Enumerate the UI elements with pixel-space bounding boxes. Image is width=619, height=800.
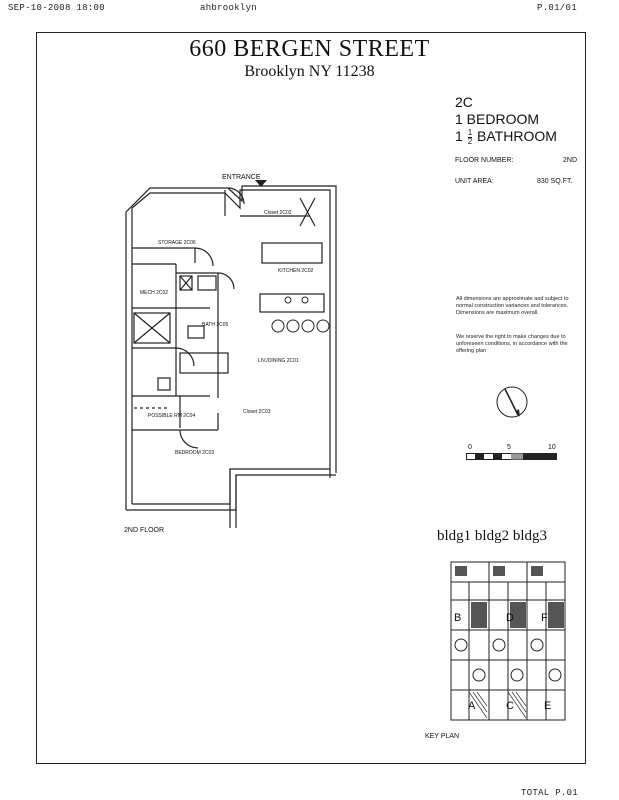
unit-bedrooms: 1 BEDROOM — [455, 111, 540, 127]
unit-area-label: UNIT AREA: — [455, 178, 494, 185]
bath-whole: 1 — [455, 128, 463, 144]
scale-tick-5: 5 — [507, 444, 511, 451]
room-possible: POSSIBLE RM 2C04 — [148, 413, 196, 419]
room-storage: STORAGE 2C06 — [158, 240, 196, 246]
floor-caption: 2ND FLOOR — [124, 527, 165, 534]
scale-bar — [466, 453, 557, 460]
bldg1-label: bldg1 — [437, 528, 472, 544]
floor-number-label: FLOOR NUMBER: — [455, 157, 514, 164]
key-letter-d: D — [506, 612, 514, 624]
entrance-label: ENTRANCE — [222, 174, 261, 181]
reserve-note: We reserve the right to make changes due… — [456, 334, 568, 354]
fax-page-number: P.01/01 — [537, 3, 577, 13]
unit-bathrooms: 1 1 2 BATHROOM — [455, 128, 557, 146]
bldg2-label: bldg2 — [474, 528, 510, 544]
fax-sender: ahbrooklyn — [200, 3, 258, 13]
bath-fraction: 1 2 — [467, 127, 473, 146]
fax-datetime: SEP-10-2008 18:00 — [8, 3, 105, 13]
key-plan-buildings: bldg1 bldg2 bldg3 — [437, 528, 547, 545]
floor-number-value: 2ND — [563, 157, 578, 164]
north-arrow-icon — [496, 386, 528, 418]
bath-fraction-num: 1 — [467, 127, 473, 138]
bldg3-label: bldg3 — [512, 528, 548, 544]
room-kitchen: KITCHEN 2C02 — [278, 268, 314, 274]
key-letter-f: F — [541, 612, 548, 624]
room-closet-b: Closet 2C03 — [243, 409, 271, 415]
scale-tick-10: 10 — [548, 444, 556, 451]
key-plan-drawing — [450, 561, 566, 721]
room-bath: BATH 2C05 — [202, 322, 229, 328]
document-frame — [36, 32, 586, 764]
bath-fraction-den: 2 — [467, 136, 473, 146]
room-bedroom: BEDROOM 2C03 — [175, 450, 215, 456]
scale-tick-0: 0 — [468, 444, 472, 451]
floor-plan-drawing — [125, 180, 337, 528]
key-letter-c: C — [506, 700, 514, 712]
fax-total-pages: TOTAL P.01 — [521, 788, 579, 798]
unit-code: 2C — [455, 94, 473, 110]
room-living: LIV./DINING 2C01 — [258, 358, 299, 364]
key-letter-a: A — [468, 700, 476, 712]
key-letter-b: B — [454, 612, 462, 624]
building-title: 660 BERGEN STREET — [189, 36, 430, 62]
room-closet-a: Closet 2C02 — [264, 210, 292, 216]
room-mech: MECH 2C02 — [140, 290, 169, 296]
building-address: Brooklyn NY 11238 — [244, 63, 375, 80]
dimensions-note: All dimensions are approximate and subje… — [456, 296, 569, 316]
key-letter-e: E — [544, 700, 552, 712]
bath-label: BATHROOM — [477, 128, 557, 144]
key-plan-caption: KEY PLAN — [425, 733, 460, 740]
unit-area-value: 830 SQ.FT. — [537, 178, 573, 185]
